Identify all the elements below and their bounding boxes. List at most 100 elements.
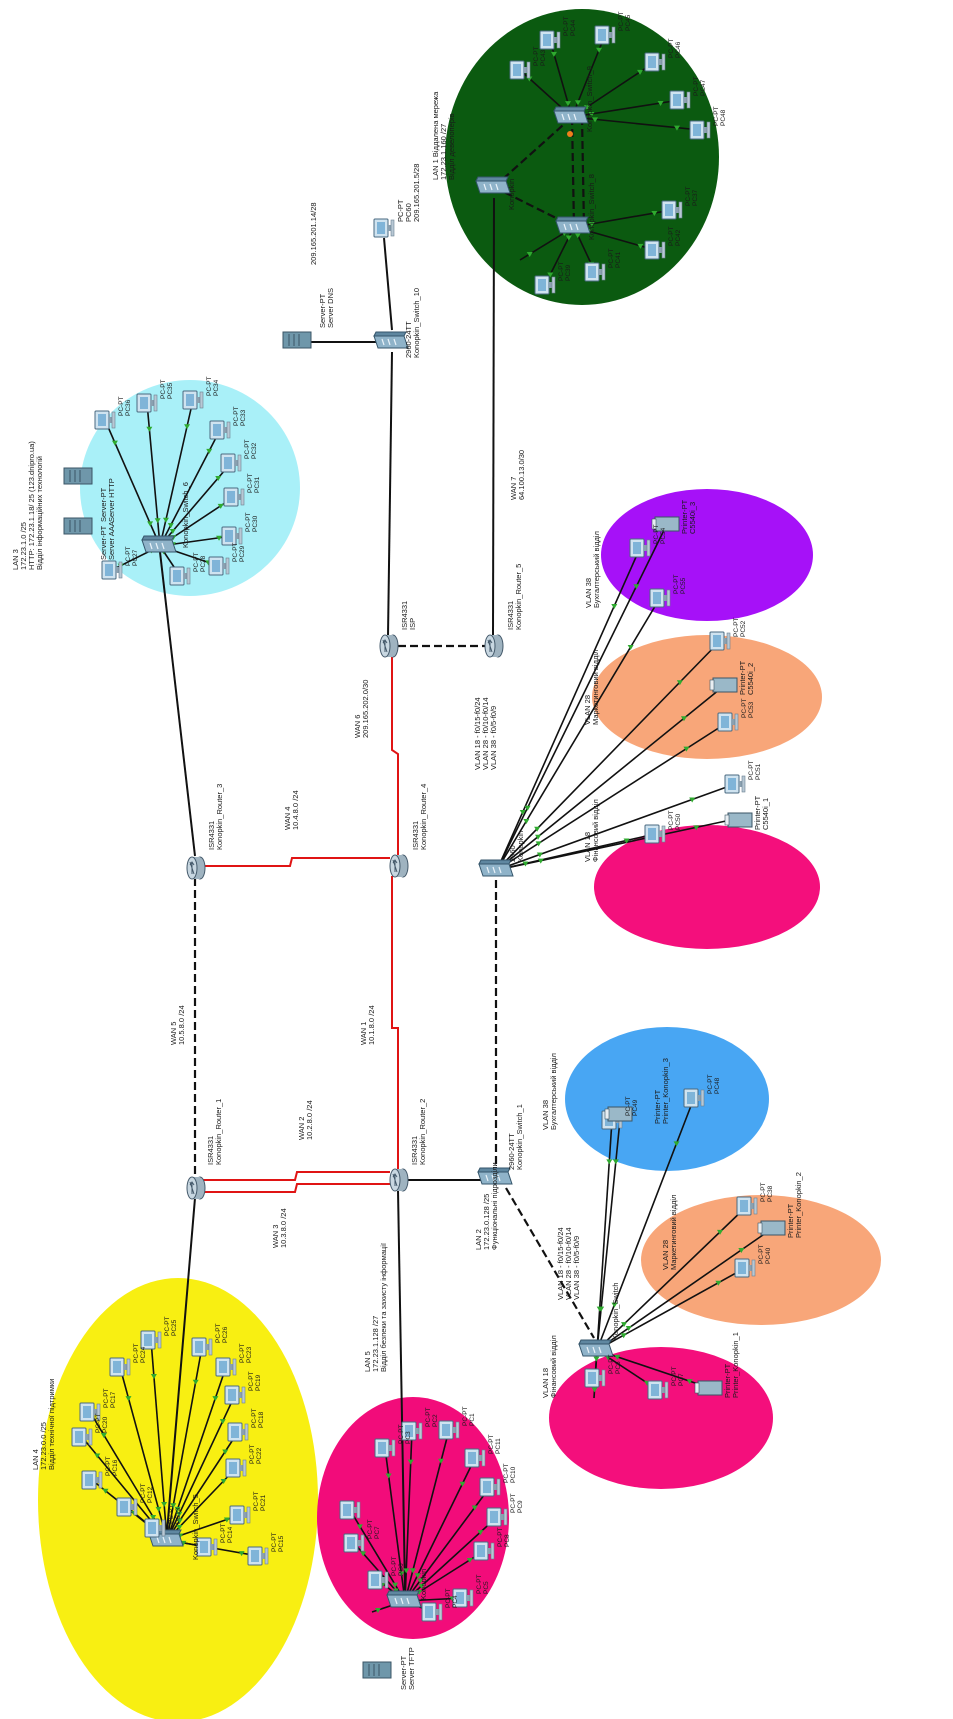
label-r2-line: ISR4331 <box>410 1136 419 1165</box>
lan3-pc-9[interactable] <box>101 560 123 580</box>
lan1a-pc-2[interactable] <box>594 25 616 45</box>
router-r3[interactable] <box>186 856 206 880</box>
label-wan3-line: 10.3.8.0 /24 <box>279 1208 288 1248</box>
lan1a-pc-5[interactable] <box>689 120 711 140</box>
label-v38a-line: Бухгалтерський відділ <box>549 1053 558 1130</box>
lan4-pc-5[interactable] <box>227 1422 249 1442</box>
pc-model: PC-PT <box>140 1483 147 1503</box>
isp-pc[interactable] <box>373 218 395 238</box>
router-r4[interactable] <box>389 854 409 878</box>
lan5-pc-3[interactable] <box>464 1448 486 1468</box>
lan5-pc-6[interactable] <box>473 1541 495 1561</box>
router-r1[interactable] <box>186 1176 206 1200</box>
lan5-pc-10[interactable] <box>343 1533 365 1553</box>
lan5-pc-11[interactable] <box>339 1500 361 1520</box>
vlan18a-pc-1[interactable] <box>647 1380 669 1400</box>
lan1b-pc-1[interactable] <box>584 262 606 282</box>
lan3-pc-6[interactable] <box>221 526 243 546</box>
vlan28b-pc-1[interactable] <box>709 631 731 651</box>
vlan28a-printer[interactable] <box>757 1220 786 1236</box>
lan4-pc-2[interactable] <box>191 1337 213 1357</box>
lan4-pc-13[interactable] <box>144 1518 166 1538</box>
router-r2[interactable] <box>389 1168 409 1192</box>
lan4-pc-6[interactable] <box>225 1458 247 1478</box>
vlan38b-pc-0[interactable] <box>629 538 651 558</box>
lan1b-pc-3[interactable] <box>661 200 683 220</box>
lan3-pc-0[interactable] <box>94 410 116 430</box>
lan1a-pc-0[interactable] <box>509 60 531 80</box>
router-r5[interactable] <box>484 634 504 658</box>
server-http[interactable] <box>63 467 93 485</box>
lan4-link-0 <box>119 1366 168 1541</box>
vlan38b-pc-1[interactable] <box>649 588 671 608</box>
lan3-pc-1[interactable] <box>136 393 158 413</box>
vlan18b-printer[interactable] <box>724 812 753 828</box>
lan3-pc-4[interactable] <box>220 453 242 473</box>
lan4-pc-3[interactable] <box>215 1357 237 1377</box>
pc-name: PC34 <box>213 379 220 396</box>
label-r2-line: Konopkin_Router_2 <box>418 1099 427 1165</box>
server-dns[interactable] <box>282 331 312 349</box>
server-aaa-glyph <box>63 517 93 535</box>
lan1a-pc-3[interactable] <box>644 52 666 72</box>
pc-name: PC17 <box>110 1391 117 1408</box>
vlan28b-printer[interactable] <box>709 677 738 693</box>
lan3-pc-7[interactable] <box>208 556 230 576</box>
switch-lan1a[interactable] <box>553 106 589 124</box>
pc-model: PC-PT <box>707 1074 714 1094</box>
lan5-pc-5[interactable] <box>486 1507 508 1527</box>
lan5-pc-4[interactable] <box>479 1477 501 1497</box>
lan1b-pc-0[interactable] <box>534 275 556 295</box>
pc-name: PC41 <box>615 251 622 268</box>
lan1a-pc-1[interactable] <box>539 30 561 50</box>
lan4-pc-10[interactable] <box>81 1470 103 1490</box>
server-aaa[interactable] <box>63 517 93 535</box>
server-tftp[interactable] <box>362 1661 392 1679</box>
lan5-pc-9[interactable] <box>367 1570 389 1590</box>
vlan28a-pc-0[interactable] <box>734 1258 756 1278</box>
lan4-pc-9[interactable] <box>71 1427 93 1447</box>
switch-lan2[interactable] <box>578 1339 614 1357</box>
vlan38a-pc-1[interactable] <box>683 1088 705 1108</box>
vlan18a-pc-0[interactable] <box>584 1368 606 1388</box>
lan4-pc-1[interactable] <box>140 1330 162 1350</box>
lan5-pc-4-glyph <box>479 1477 501 1497</box>
switch-lan3[interactable] <box>141 535 177 553</box>
lan2-link-1 <box>596 1119 613 1351</box>
vlan18b-pc-1[interactable] <box>724 774 746 794</box>
vlan28b-pc-0[interactable] <box>717 712 739 732</box>
pc-name: PC26 <box>222 1326 229 1343</box>
lan4-pc-7[interactable] <box>229 1505 251 1525</box>
lan4-pc-11[interactable] <box>116 1497 138 1517</box>
lan5-pc-3-glyph <box>464 1448 486 1468</box>
switch-lan1b[interactable] <box>555 216 591 234</box>
label-v28a-line: VLAN 28 <box>661 1240 670 1270</box>
lan4-pc-12[interactable] <box>247 1546 269 1566</box>
lan4-pc-4[interactable] <box>224 1385 246 1405</box>
switch-lan1c[interactable] <box>475 176 511 194</box>
vlan28a-pc-1[interactable] <box>736 1196 758 1216</box>
lan3-pc-5[interactable] <box>223 487 245 507</box>
lan3-pc-2[interactable] <box>182 390 204 410</box>
router-isp[interactable] <box>379 634 399 658</box>
switch-10[interactable] <box>373 331 409 349</box>
vlan18b-pc-0[interactable] <box>644 824 666 844</box>
switch-lan5[interactable] <box>386 1590 422 1608</box>
lan5-pc-2[interactable] <box>438 1420 460 1440</box>
lan1b-pc-2[interactable] <box>644 240 666 260</box>
lan3-pc-8[interactable] <box>169 566 191 586</box>
pc-name: PC7 <box>678 1373 685 1386</box>
vlan18a-printer[interactable] <box>694 1380 723 1396</box>
pc-model: PC-PT <box>193 552 200 572</box>
label-isp-pc-line: PC-PT <box>396 199 405 222</box>
lan4-pc-0[interactable] <box>109 1357 131 1377</box>
lan5-pc-0[interactable] <box>374 1438 396 1458</box>
lan4-pc-14[interactable] <box>196 1537 218 1557</box>
lan3-pc-3[interactable] <box>209 420 231 440</box>
label-isp-line: ISR4331 <box>400 601 409 630</box>
lan1a-pc-4[interactable] <box>669 90 691 110</box>
lan5-pc-8[interactable] <box>421 1602 443 1622</box>
label-lan1b-line: Konopkin_Switch_8 <box>587 174 596 240</box>
